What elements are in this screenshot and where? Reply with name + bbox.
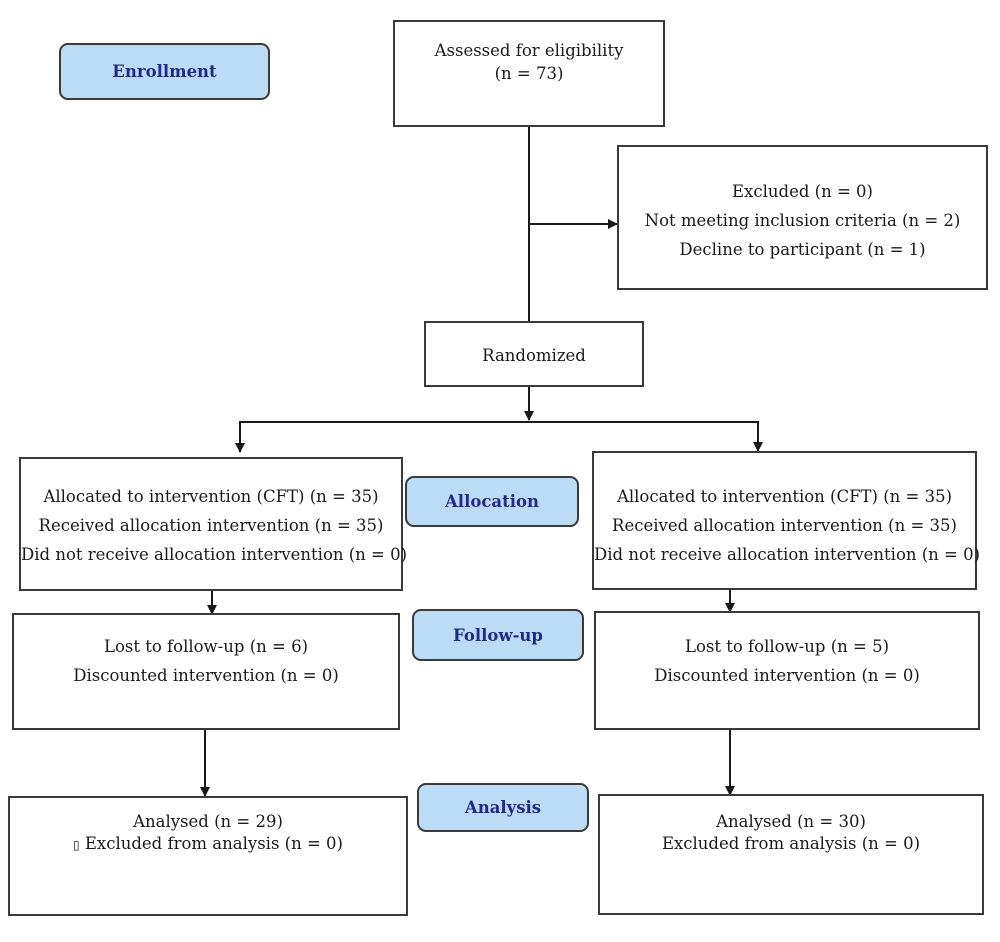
left-analysed: Analysed (n = 29) [133,812,283,831]
stage-label-followup: Follow-up [412,609,584,661]
randomized-box: Randomized [424,321,644,387]
left-followup-box: Lost to follow-up (n = 6) Discounted int… [12,613,400,730]
left-not-received: Did not receive allocation intervention … [21,545,408,564]
left-excluded-from-analysis-line: ▯ Excluded from analysis (n = 0) [10,833,406,856]
assessed-box: Assessed for eligibility (n = 73) [393,20,665,127]
assessed-label: Assessed for eligibility [434,41,624,60]
right-analysed: Analysed (n = 30) [716,812,866,831]
left-received: Received allocation intervention (n = 35… [38,516,384,535]
assessed-count: (n = 73) [494,64,564,83]
excluded-declined: Decline to participant (n = 1) [679,240,926,259]
stage-label-text: Follow-up [453,625,543,645]
left-excluded-from-analysis: Excluded from analysis (n = 0) [84,834,343,853]
right-allocated: Allocated to intervention (CFT) (n = 35) [616,487,953,506]
stage-label-text: Analysis [464,798,542,817]
randomized-label: Randomized [482,346,586,365]
left-allocated: Allocated to intervention (CFT) (n = 35) [43,487,379,506]
left-discontinued: Discounted intervention (n = 0) [73,666,339,685]
left-lost-to-followup: Lost to follow-up (n = 6) [103,637,309,656]
stage-label-enrollment: Enrollment [59,43,270,100]
excluded-total: Excluded (n = 0) [732,182,873,201]
stage-label-allocation: Allocation [405,476,579,527]
stage-label-text: Allocation [445,492,539,511]
excluded-box: Excluded (n = 0) Not meeting inclusion c… [617,145,988,290]
right-followup-box: Lost to follow-up (n = 5) Discounted int… [594,611,980,730]
excluded-not-meeting-criteria: Not meeting inclusion criteria (n = 2) [644,211,961,230]
right-excluded-from-analysis: Excluded from analysis (n = 0) [661,834,921,853]
missing-glyph-icon: ▯ [73,838,80,852]
left-allocation-box: Allocated to intervention (CFT) (n = 35)… [19,457,408,591]
stage-label-analysis: Analysis [417,783,589,832]
right-received: Received allocation intervention (n = 35… [612,516,957,535]
right-analysis-box: Analysed (n = 30) Excluded from analysis… [598,794,984,915]
right-not-received: Did not receive allocation intervention … [594,545,981,564]
right-allocation-box: Allocated to intervention (CFT) (n = 35)… [592,451,981,590]
stage-label-text: Enrollment [112,62,217,81]
right-discontinued: Discounted intervention (n = 0) [654,666,920,685]
right-lost-to-followup: Lost to follow-up (n = 5) [684,637,890,656]
left-analysis-box: Analysed (n = 29) ▯ Excluded from analys… [8,796,408,916]
